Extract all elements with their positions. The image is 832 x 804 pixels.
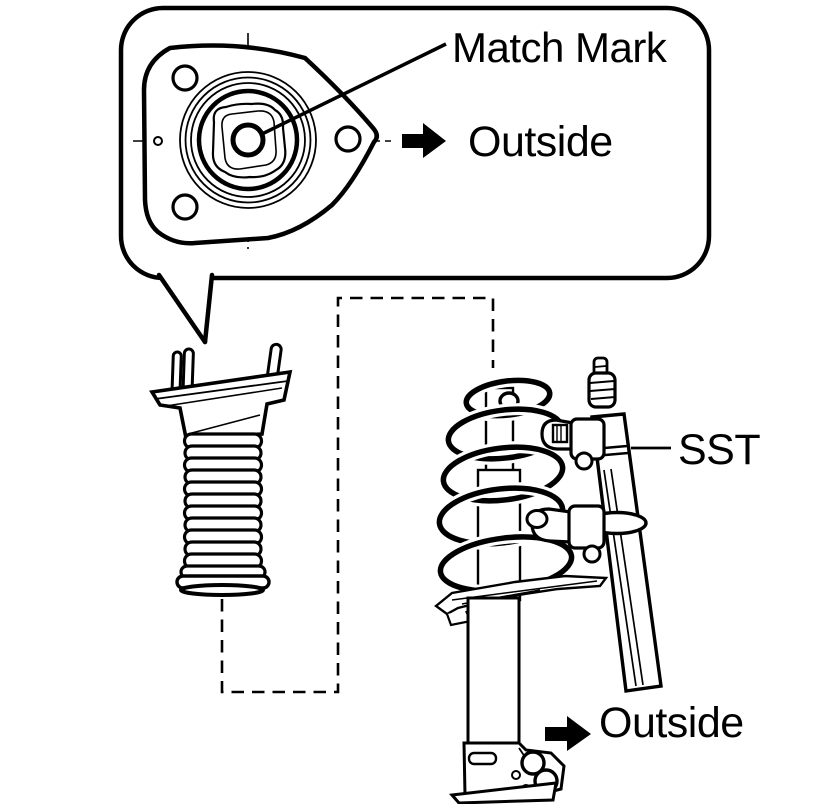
strut-support-boot	[149, 342, 293, 597]
strut-support-top-view: Match Mark Outside	[133, 24, 668, 249]
ring	[184, 76, 312, 204]
sst-knob-rib	[589, 388, 616, 392]
bearing-profile-outer	[211, 102, 287, 179]
bolt-hole	[334, 125, 362, 153]
sst-inner-rod-line	[610, 468, 644, 686]
bracket-slot	[467, 751, 498, 766]
boot-ribs	[182, 432, 264, 570]
sst-upper-claw	[540, 417, 606, 471]
sst-tube	[590, 412, 663, 693]
bearing-ring	[196, 88, 300, 192]
dashed-position-outline	[220, 296, 495, 694]
claw-bolt	[574, 451, 594, 471]
bracket-small-hole	[511, 770, 521, 780]
knuckle-bracket	[448, 741, 566, 804]
sst-tip-line	[594, 365, 607, 368]
sst-lower-claw	[525, 504, 606, 564]
sst-inner-rod-line	[603, 469, 637, 687]
balloon-tail-gap	[160, 272, 210, 281]
claw-nut-ribs	[556, 426, 562, 441]
ring	[179, 71, 317, 209]
strut-tube	[466, 596, 521, 747]
match-mark-leader-line	[261, 42, 447, 136]
cam-bolt-boss	[520, 750, 546, 776]
support-edge-line	[154, 380, 289, 400]
outside-arrow-bottom-icon	[545, 716, 591, 751]
outside-bottom-label: Outside	[599, 699, 744, 747]
claw-ribbed-nut	[551, 423, 569, 444]
support-shading-line	[187, 414, 261, 435]
match-mark-label: Match Mark	[452, 24, 668, 71]
bearing-profile-inner	[221, 110, 277, 170]
boot-bottom-rim	[179, 583, 265, 597]
small-hole	[153, 136, 163, 146]
sst-knob-rib	[589, 380, 615, 384]
sst-spring-compressor: SST	[525, 356, 761, 693]
balloon-tail-right	[202, 272, 215, 345]
bracket-foot	[448, 781, 558, 804]
claw-block	[567, 504, 606, 550]
outside-top-label: Outside	[468, 118, 613, 166]
shock-absorber-assembly	[433, 374, 609, 804]
claw-pivot	[525, 509, 549, 529]
sst-knob-rib	[590, 396, 616, 400]
bolt-hole	[171, 64, 199, 92]
outside-arrow-top-icon	[402, 123, 446, 158]
ring	[190, 82, 306, 198]
match-mark-circle	[230, 122, 266, 158]
mount-stud	[170, 350, 183, 394]
balloon-tail-left	[156, 272, 208, 345]
outside-indicator-bottom: Outside	[545, 699, 744, 751]
bolt-hole	[171, 193, 199, 221]
sst-label: SST	[678, 426, 760, 474]
coil	[440, 444, 566, 504]
claw-bolt	[582, 544, 602, 564]
support-shading-line	[165, 387, 283, 407]
